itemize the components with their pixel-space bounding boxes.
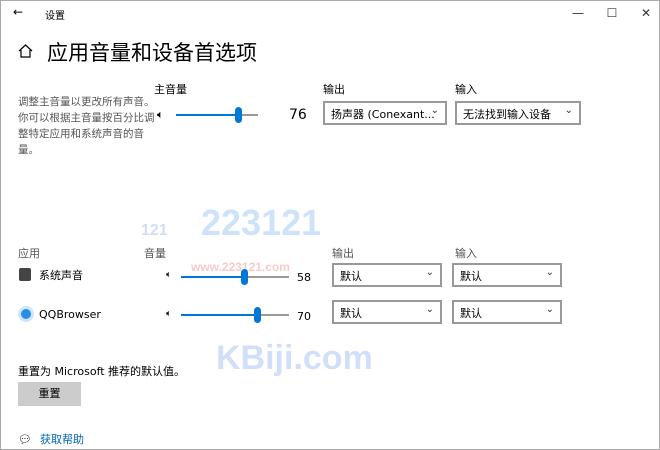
back-arrow-icon[interactable]: ← [13,5,24,19]
app-name: QQBrowser [39,308,101,321]
output-device-value: 扬声器 (Conexant... [331,108,435,121]
master-volume-label: 主音量 [154,83,187,96]
master-volume-slider[interactable] [176,107,258,123]
input-device-dropdown[interactable]: 无法找到输入设备 ⌄ [455,101,581,125]
window-title: 设置 [45,11,65,22]
dropdown-value: 默认 [340,307,362,320]
chevron-down-icon: ⌄ [430,105,439,116]
close-button[interactable]: ✕ [640,6,652,20]
reset-button[interactable]: 重置 [18,382,81,406]
get-help-link[interactable]: 获取帮助 [40,433,84,446]
app-output-header: 输出 [332,247,354,260]
chevron-down-icon: ⌄ [425,267,434,278]
dropdown-value: 默认 [460,307,482,320]
chevron-down-icon: ⌄ [545,304,554,315]
watermark: 121 [141,222,168,239]
watermark: KBiji.com [216,339,373,377]
app-output-dropdown[interactable]: 默认 ⌄ [332,263,442,287]
app-volume-slider[interactable] [181,307,289,323]
help-icon: 💬︎ [18,433,32,446]
volume-header: 音量 [144,247,166,260]
home-icon[interactable] [18,44,33,58]
input-label: 输入 [455,83,477,96]
watermark: www.223121.com [191,260,290,274]
chevron-down-icon: ⌄ [425,304,434,315]
app-volume-slider[interactable] [181,269,289,285]
app-input-header: 输入 [455,247,477,260]
page-description: 调整主音量以更改所有声音。你可以根据主音量按百分比调整特定应用和系统声音的音量。 [18,96,155,156]
title-bar: ← 设置 — ☐ ✕ [1,1,660,27]
dropdown-value: 默认 [340,270,362,283]
app-volume-value: 58 [297,271,311,284]
minimize-button[interactable]: — [572,6,584,20]
apps-header: 应用 [18,247,40,260]
output-device-dropdown[interactable]: 扬声器 (Conexant...⌄ [323,101,447,125]
app-output-dropdown[interactable]: 默认 ⌄ [332,300,442,324]
app-name: 系统声音 [39,269,83,282]
dropdown-value: 默认 [460,270,482,283]
chevron-down-icon: ⌄ [564,105,573,116]
chevron-down-icon: ⌄ [545,267,554,278]
system-sounds-icon [19,268,31,281]
reset-description: 重置为 Microsoft 推荐的默认值。 [18,365,186,378]
app-input-dropdown[interactable]: 默认 ⌄ [452,263,562,287]
speaker-icon[interactable]: 🔈︎ [166,270,172,280]
input-device-value: 无法找到输入设备 [463,108,551,121]
master-volume-value: 76 [289,107,307,123]
qqbrowser-icon [18,306,34,322]
speaker-icon[interactable]: 🔈︎ [166,309,172,319]
speaker-icon[interactable]: 🔈︎ [157,108,164,121]
watermark: 223121 [201,202,322,243]
maximize-button[interactable]: ☐ [606,6,618,20]
app-input-dropdown[interactable]: 默认 ⌄ [452,300,562,324]
page-title: 应用音量和设备首选项 [47,41,257,65]
app-volume-value: 70 [297,310,311,323]
output-label: 输出 [323,83,345,96]
